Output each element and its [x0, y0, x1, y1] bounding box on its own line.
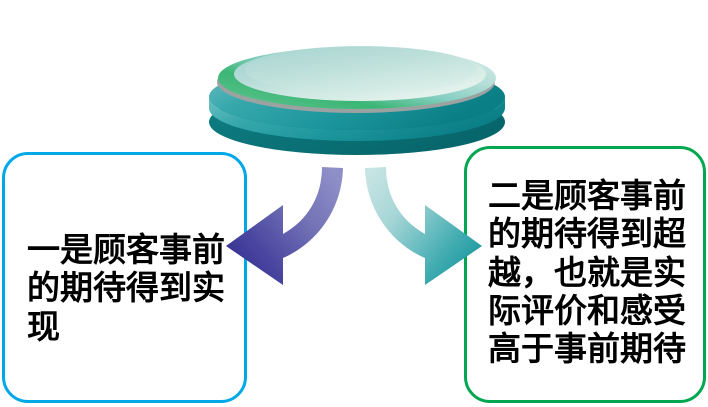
left-callout-text: 一是顾客事前的期待得到实现: [27, 230, 225, 346]
right-callout-box[interactable]: 二是顾客事前的期待得到超越，也就是实际评价和感受高于事前期待: [464, 146, 706, 403]
source-disc-shape[interactable]: [209, 46, 505, 155]
right-callout-text: 二是顾客事前的期待得到超越，也就是实际评价和感受高于事前期待: [488, 176, 686, 369]
left-callout-box[interactable]: 一是顾客事前的期待得到实现: [2, 152, 247, 403]
